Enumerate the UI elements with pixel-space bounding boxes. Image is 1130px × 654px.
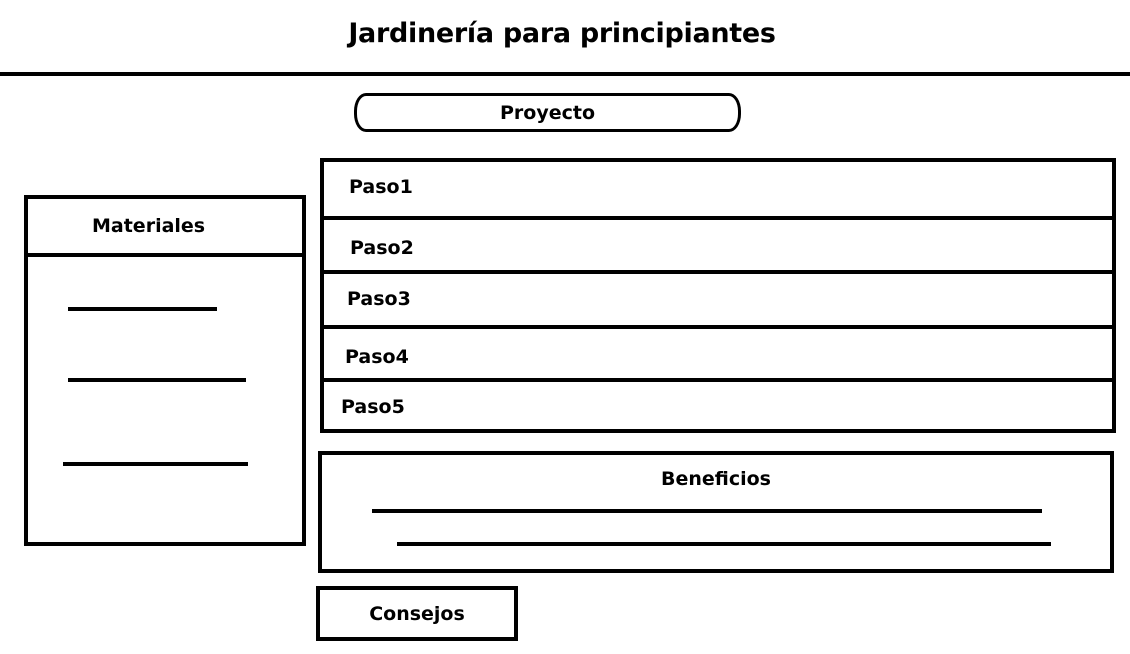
page-title: Jardinería para principiantes xyxy=(348,18,776,49)
paso-item-2[interactable]: Paso2 xyxy=(350,237,414,259)
materiales-label: Materiales xyxy=(92,215,206,237)
beneficios-panel: Beneficios xyxy=(318,451,1114,573)
proyecto-button[interactable]: Proyecto xyxy=(354,93,741,132)
proyecto-label: Proyecto xyxy=(499,101,596,124)
paso-divider xyxy=(324,378,1112,382)
paso-item-5[interactable]: Paso5 xyxy=(341,396,405,418)
beneficios-placeholder-line xyxy=(397,542,1051,546)
materiales-header: Materiales xyxy=(28,199,302,257)
pasos-list: Paso1 Paso2 Paso3 Paso4 Paso5 xyxy=(320,158,1116,433)
paso-divider xyxy=(324,270,1112,274)
consejos-button[interactable]: Consejos xyxy=(316,586,518,641)
paso-divider xyxy=(324,325,1112,329)
materiales-placeholder-line xyxy=(68,307,217,311)
materiales-placeholder-line xyxy=(63,462,248,466)
consejos-label: Consejos xyxy=(369,602,465,625)
materiales-placeholder-line xyxy=(68,378,246,382)
paso-item-4[interactable]: Paso4 xyxy=(345,346,409,368)
beneficios-placeholder-line xyxy=(372,509,1042,513)
paso-divider xyxy=(324,216,1112,220)
beneficios-label: Beneficios xyxy=(660,468,771,490)
paso-item-3[interactable]: Paso3 xyxy=(347,288,411,310)
materiales-panel: Materiales xyxy=(24,195,306,546)
title-divider xyxy=(0,72,1130,76)
paso-item-1[interactable]: Paso1 xyxy=(349,176,413,198)
